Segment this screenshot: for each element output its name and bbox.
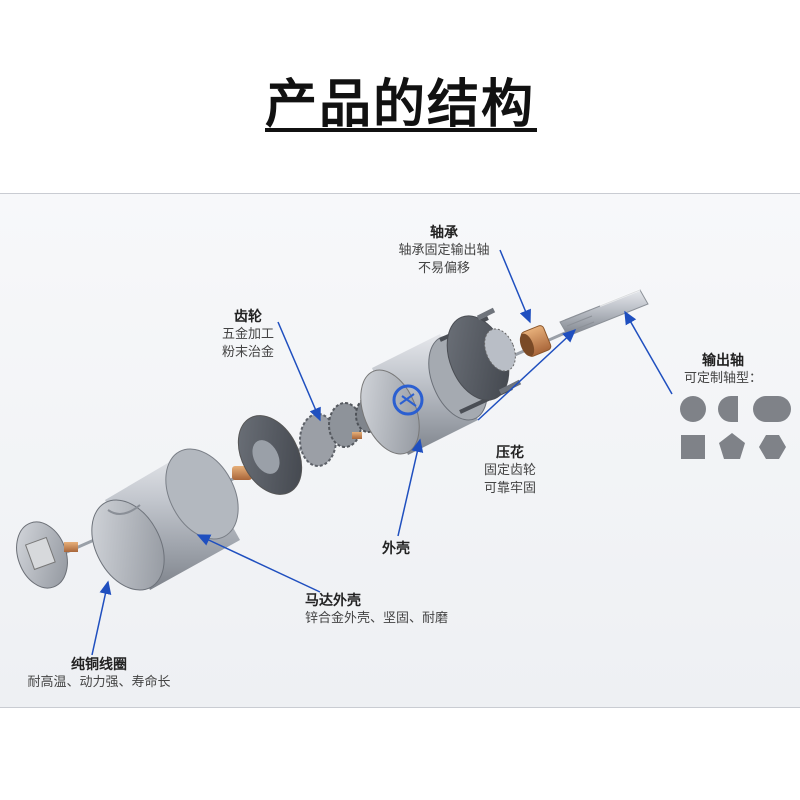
leader-arrows bbox=[91, 249, 673, 656]
shaft-shape-d-cut-icon bbox=[718, 396, 738, 422]
label-gear: 齿轮 五金加工 粉末治金 bbox=[208, 306, 288, 362]
front-plate-part bbox=[446, 307, 522, 401]
label-bearing-desc-2: 不易偏移 bbox=[417, 261, 470, 276]
label-output-shaft-title: 输出轴 bbox=[702, 353, 744, 369]
label-motor-housing: 马达外壳 锌合金外壳、坚固、耐磨 bbox=[305, 590, 483, 628]
label-copper-coil-title: 纯铜线圈 bbox=[71, 657, 127, 673]
label-copper-coil: 纯铜线圈 耐高温、动力强、寿命长 bbox=[10, 654, 188, 692]
label-output-shaft-desc: 可定制轴型： bbox=[683, 371, 762, 386]
label-housing: 外壳 bbox=[372, 538, 420, 558]
label-gear-desc-1: 五金加工 bbox=[221, 327, 274, 342]
label-bearing-title: 轴承 bbox=[430, 225, 458, 241]
shaft-shape-double-d-icon bbox=[753, 396, 791, 422]
brand-logo-icon bbox=[392, 384, 424, 416]
label-gear-desc-2: 粉末治金 bbox=[221, 345, 274, 360]
gear-plate-part bbox=[237, 415, 303, 495]
end-cap-part bbox=[16, 521, 78, 589]
bearing-part bbox=[519, 325, 552, 357]
label-gear-title: 齿轮 bbox=[234, 309, 262, 325]
label-housing-title: 外壳 bbox=[382, 541, 410, 557]
label-knurl-desc-1: 固定齿轮 bbox=[483, 463, 536, 478]
label-output-shaft: 输出轴 可定制轴型： bbox=[672, 350, 774, 388]
motor-housing-part bbox=[91, 448, 252, 591]
label-knurl: 压花 固定齿轮 可靠牢固 bbox=[470, 442, 550, 498]
shaft-shape-pentagon-icon bbox=[719, 433, 745, 459]
label-knurl-title: 压花 bbox=[496, 445, 524, 461]
label-bearing-desc-1: 轴承固定输出轴 bbox=[398, 243, 490, 258]
shaft-shape-hexagon-icon bbox=[759, 435, 786, 459]
shaft-shape-round-icon bbox=[680, 396, 706, 422]
shaft-shape-square-icon bbox=[681, 435, 705, 459]
label-motor-housing-desc: 锌合金外壳、坚固、耐磨 bbox=[305, 611, 449, 626]
label-knurl-desc-2: 可靠牢固 bbox=[483, 481, 536, 496]
label-bearing: 轴承 轴承固定输出轴 不易偏移 bbox=[385, 222, 503, 278]
label-motor-housing-title: 马达外壳 bbox=[305, 593, 361, 609]
label-copper-coil-desc: 耐高温、动力强、寿命长 bbox=[27, 675, 171, 690]
shaft-shape-options bbox=[680, 396, 791, 459]
title-underline bbox=[265, 128, 537, 132]
page-title: 产品的结构 bbox=[264, 75, 535, 135]
